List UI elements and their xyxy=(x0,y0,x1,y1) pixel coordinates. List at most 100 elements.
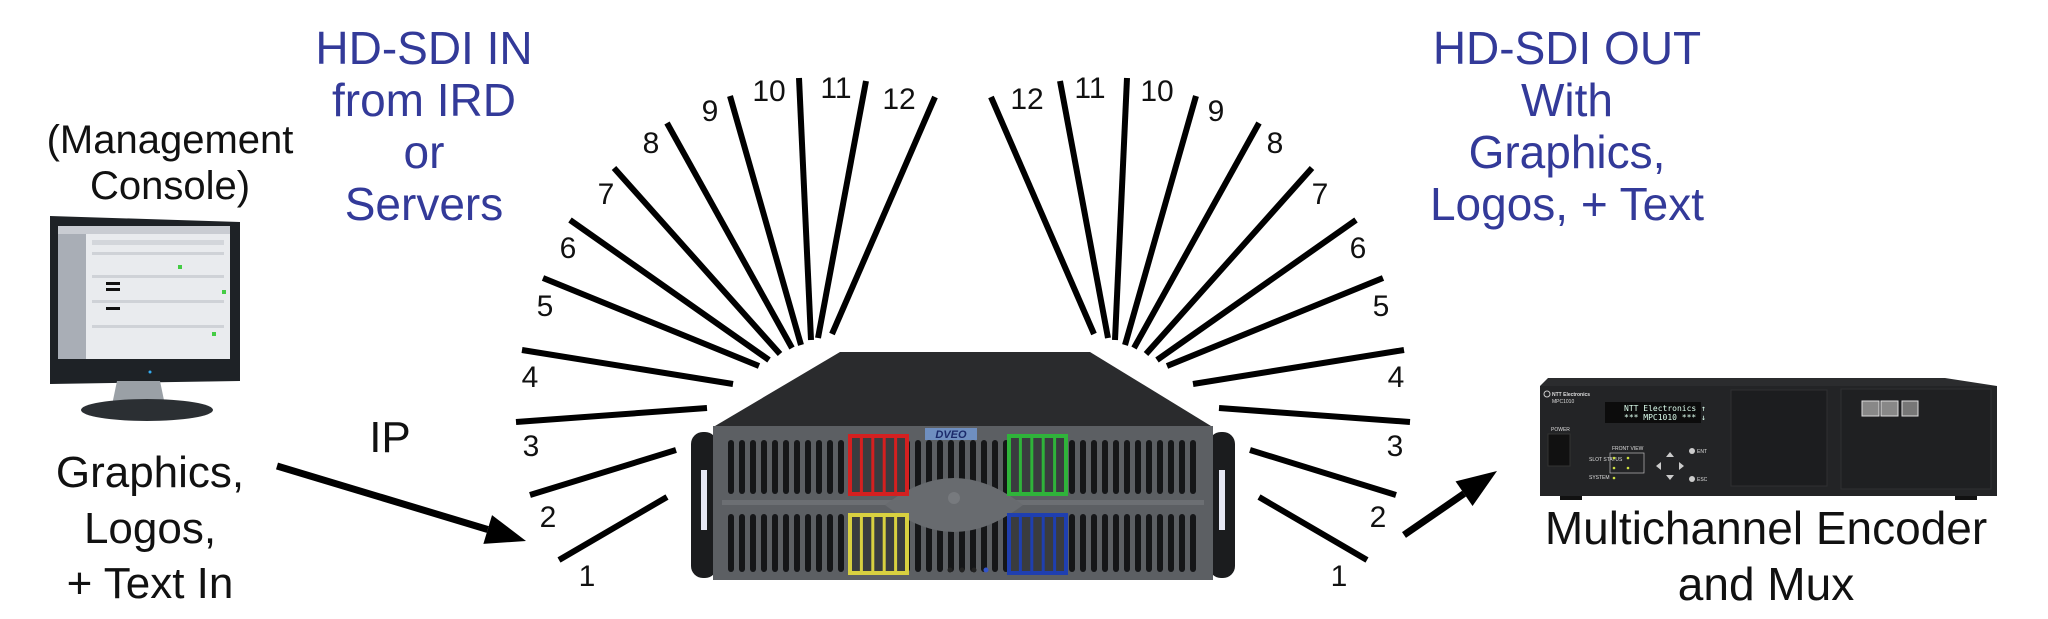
esc-label: ESC xyxy=(1697,477,1708,483)
vent-slot xyxy=(805,440,811,494)
input-heading-line2: from IRD xyxy=(332,74,516,126)
vent-slot xyxy=(794,514,800,572)
console-screen xyxy=(58,226,230,359)
vent-slot xyxy=(783,440,789,494)
input-channel-line-6 xyxy=(568,217,771,363)
nav-up-button[interactable] xyxy=(1666,452,1674,457)
ethernet-port[interactable] xyxy=(1880,400,1899,417)
input-channel-label: 7 xyxy=(598,178,615,211)
input-heading-line1: HD-SDI IN xyxy=(315,22,532,74)
output-channel-line-2 xyxy=(1249,447,1397,498)
console-caption-line3: + Text In xyxy=(67,559,234,608)
input-heading-line3: or xyxy=(404,126,445,178)
output-channel-label: 5 xyxy=(1373,290,1390,323)
input-channel-line-11 xyxy=(815,80,869,339)
vent-slot xyxy=(1168,514,1174,572)
vent-slot xyxy=(1124,514,1130,572)
highlighted-slot-3 xyxy=(848,513,909,575)
vent-slot xyxy=(728,440,734,494)
encoder-caption-line2: and Mux xyxy=(1678,558,1854,610)
input-channel-line-12 xyxy=(829,95,938,336)
nav-left-button[interactable] xyxy=(1656,462,1661,470)
slot-bar xyxy=(871,515,875,573)
nav-right-button[interactable] xyxy=(1679,462,1684,470)
encoder-lcd xyxy=(1605,402,1701,423)
input-channel-line-10 xyxy=(796,77,814,341)
vent-slot xyxy=(761,514,767,572)
output-channel-line-8 xyxy=(1131,121,1262,350)
ethernet-port[interactable] xyxy=(1861,400,1880,417)
input-channel-label: 2 xyxy=(540,501,557,534)
vent-slot xyxy=(1190,514,1196,572)
vent-slot xyxy=(1091,440,1097,494)
slot-bar xyxy=(1030,436,1034,494)
output-heading-line4: Logos, + Text xyxy=(1430,178,1704,230)
slot-bar xyxy=(859,515,863,573)
output-channel-label: 7 xyxy=(1312,178,1329,211)
encoder-caption-line1: Multichannel Encoder xyxy=(1545,502,1987,554)
input-channel-label: 9 xyxy=(702,95,719,128)
vent-slot xyxy=(772,514,778,572)
flow-arrows xyxy=(275,462,1497,544)
input-channel-label: 5 xyxy=(537,290,554,323)
output-heading-line3: Graphics, xyxy=(1469,126,1666,178)
vent-slot xyxy=(1113,440,1119,494)
vent-slot xyxy=(1069,514,1075,572)
output-channel-label: 12 xyxy=(1010,83,1043,116)
output-channel-label: 8 xyxy=(1267,127,1284,160)
output-channel-label: 3 xyxy=(1387,430,1404,463)
output-channel-line-5 xyxy=(1165,275,1385,369)
vent-slot xyxy=(1124,440,1130,494)
ethernet-port[interactable] xyxy=(1901,400,1919,417)
slot-bar xyxy=(894,436,898,494)
input-heading-line4: Servers xyxy=(345,178,503,230)
vent-slot xyxy=(739,440,745,494)
input-channel-line-1 xyxy=(557,494,669,563)
ent-label: ENT xyxy=(1697,449,1707,455)
output-channel-line-3 xyxy=(1218,405,1411,425)
slot-bar xyxy=(1053,515,1057,573)
vent-slot xyxy=(838,514,844,572)
nav-down-button[interactable] xyxy=(1666,475,1674,480)
lcd-line2: *** MPC1010 *** ↓ xyxy=(1624,413,1706,422)
esc-button[interactable] xyxy=(1689,476,1695,482)
ent-button[interactable] xyxy=(1689,448,1695,454)
input-channel-line-8 xyxy=(664,121,795,350)
vent-slot xyxy=(981,514,987,572)
vent-slot xyxy=(739,514,745,572)
vent-slot xyxy=(1113,514,1119,572)
input-channel-label: 11 xyxy=(820,72,851,105)
output-channel-line-12 xyxy=(988,95,1097,336)
console-caption-line2: Logos, xyxy=(84,504,216,553)
multichannel-encoder: NTT Electronics MPC1010 NTT Electronics … xyxy=(1540,378,1997,500)
input-channel-label: 10 xyxy=(752,75,785,108)
encoder-output-arrow-head xyxy=(1455,471,1497,507)
output-channel-line-6 xyxy=(1155,217,1358,363)
input-channel-line-5 xyxy=(541,275,761,369)
output-channel-line-7 xyxy=(1143,166,1315,356)
vent-slot xyxy=(772,440,778,494)
server-center-badge xyxy=(885,478,1023,532)
front-view-label: FRONT VIEW xyxy=(1612,446,1644,452)
highlighted-slot-1 xyxy=(848,434,909,496)
ip-label: IP xyxy=(369,413,411,462)
slot-bar xyxy=(859,436,863,494)
output-channel-line-1 xyxy=(1257,494,1369,563)
input-channel-label: 3 xyxy=(523,430,540,463)
output-channel-label: 1 xyxy=(1331,560,1348,593)
vent-slot xyxy=(750,440,756,494)
slot-bar xyxy=(1018,436,1022,494)
vent-slot xyxy=(805,514,811,572)
vent-slot xyxy=(838,440,844,494)
dveo-server: DVEO xyxy=(691,352,1235,580)
lcd-line1: NTT Electronics ↑ xyxy=(1624,404,1706,413)
vent-slot xyxy=(827,440,833,494)
vent-slot xyxy=(761,440,767,494)
output-channel-label: 4 xyxy=(1388,361,1405,394)
vent-slot xyxy=(915,514,921,572)
ip-input-arrow-head xyxy=(483,515,526,544)
vent-slot xyxy=(981,440,987,494)
vent-slot xyxy=(750,514,756,572)
power-switch[interactable] xyxy=(1547,433,1571,467)
